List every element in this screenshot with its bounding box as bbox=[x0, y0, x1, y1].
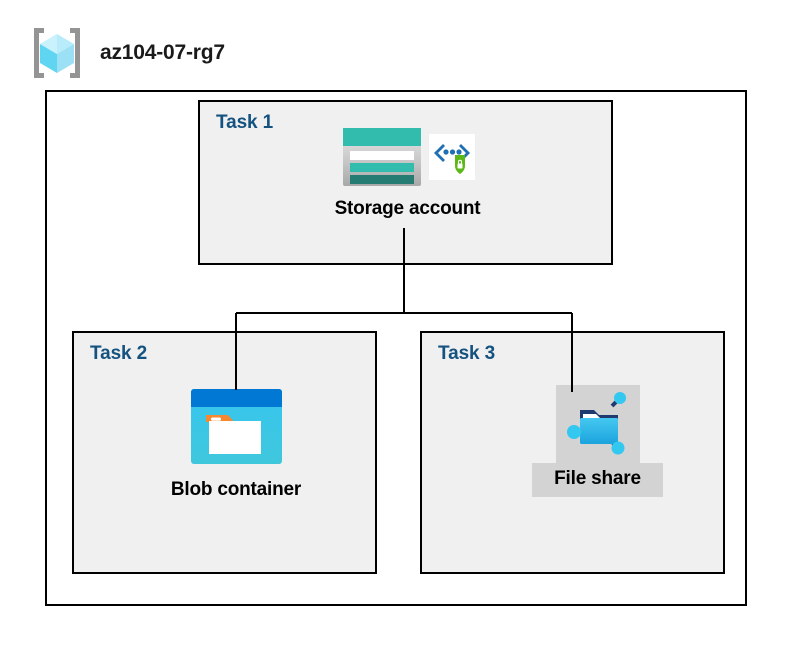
blob-container-caption: Blob container bbox=[170, 479, 302, 500]
node-storage-account[interactable]: Storage account bbox=[285, 124, 530, 220]
file-share-icon-highlight bbox=[555, 385, 640, 463]
resource-group-icon bbox=[28, 24, 86, 82]
node-blob-container[interactable]: Blob container bbox=[130, 388, 342, 501]
file-share-caption: File share bbox=[554, 468, 641, 489]
task-3-label: Task 3 bbox=[438, 343, 496, 364]
storage-account-icon-row bbox=[341, 124, 475, 190]
blob-container-icon bbox=[190, 388, 283, 465]
resource-group-header: az104-07-rg7 bbox=[28, 24, 225, 82]
page-title: az104-07-rg7 bbox=[100, 41, 225, 64]
task-2-label: Task 2 bbox=[90, 343, 148, 364]
storage-account-caption: Storage account bbox=[334, 198, 481, 219]
file-share-caption-highlight: File share bbox=[532, 463, 663, 497]
node-file-share[interactable]: File share bbox=[500, 385, 695, 497]
secure-identity-icon bbox=[428, 134, 475, 180]
storage-account-icon bbox=[341, 126, 423, 188]
task-1-label: Task 1 bbox=[216, 112, 274, 133]
file-share-icon bbox=[566, 388, 630, 458]
